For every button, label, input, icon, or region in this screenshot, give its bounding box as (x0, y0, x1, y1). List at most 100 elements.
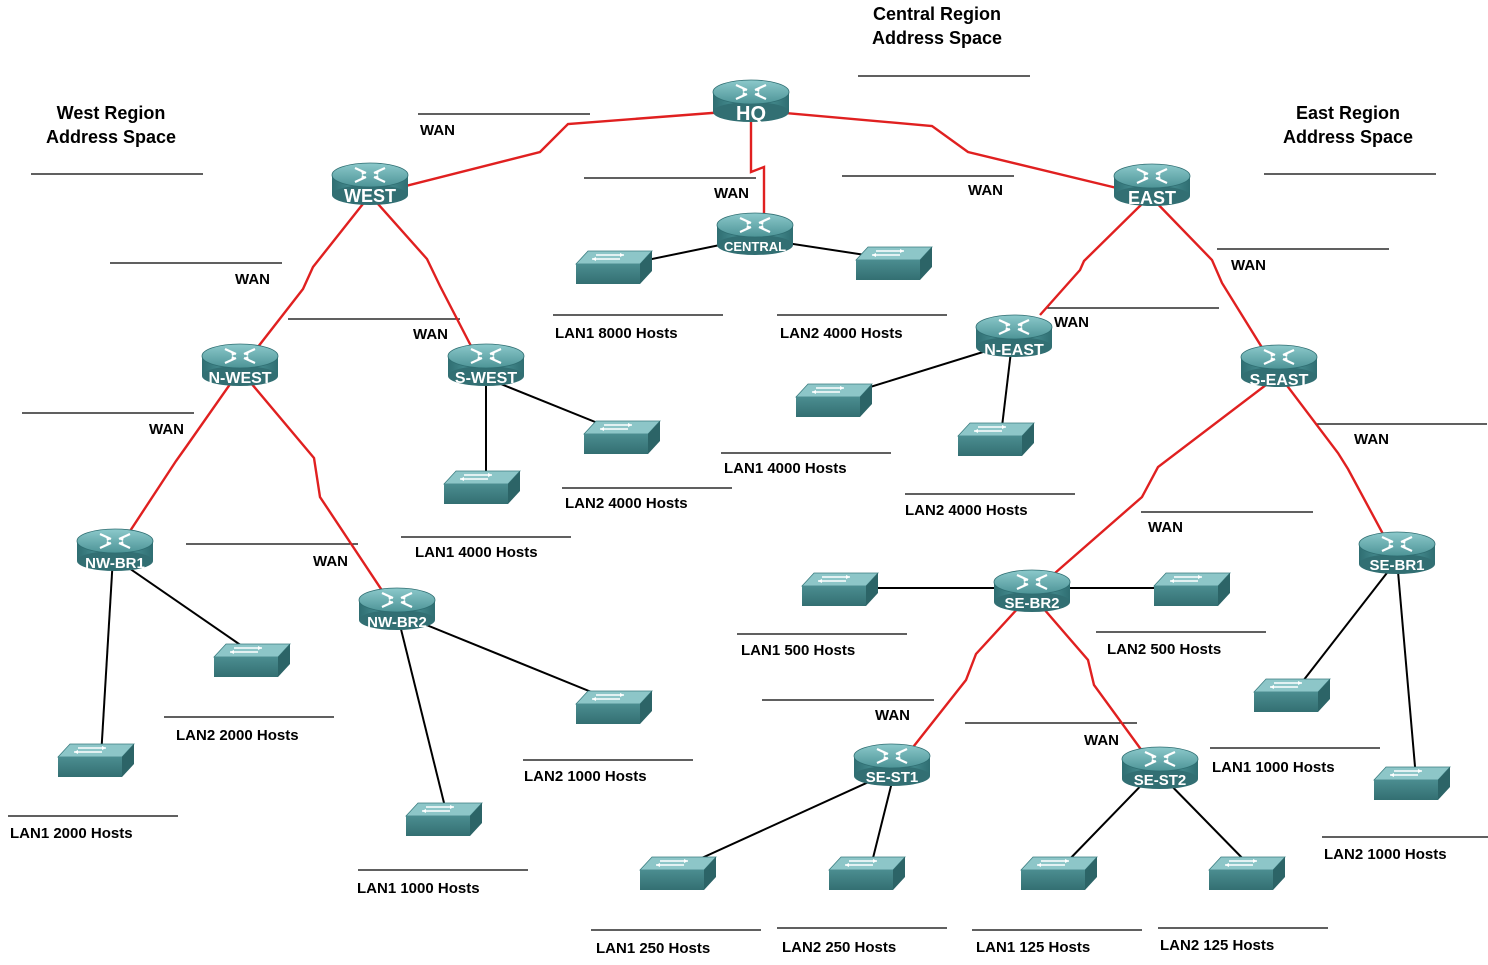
wan-label-west-nwest: WAN (235, 271, 270, 288)
sebr1-lan2-label: LAN2 1000 Hosts (1324, 846, 1447, 863)
wan-link-seast-sebr1 (1278, 374, 1399, 561)
router-label-se-br1: SE-BR1 (1369, 557, 1424, 574)
lan-link-neast-lan2 (1000, 342, 1013, 436)
sest1-lan1-label: LAN1 250 Hosts (596, 940, 710, 957)
router-label-s-west: S-WEST (455, 370, 517, 387)
router-se-st1: SE-ST1 (852, 742, 932, 788)
central-region-title: Central Region (873, 4, 1001, 24)
swest-lan1-label: LAN1 4000 Hosts (415, 544, 538, 561)
east-region-heading: East Region Address Space (1283, 103, 1413, 147)
east-region-title: East Region (1296, 103, 1400, 123)
wan-link-east-seast (1149, 195, 1281, 376)
nwbr1-lan1-switch-icon (57, 743, 135, 778)
router-n-east: N-EAST (974, 313, 1054, 359)
west-region-title: West Region (57, 103, 166, 123)
lan-link-sebr1-lan2 (1396, 559, 1417, 779)
nwbr2-lan2-label: LAN2 1000 Hosts (524, 768, 647, 785)
wan-link-east-neast (1039, 195, 1151, 316)
router-se-br1: SE-BR1 (1357, 530, 1437, 576)
lan-link-nwbr1-lan2 (112, 556, 256, 656)
router-label-central: CENTRAL (724, 239, 786, 254)
lan-link-sest1-lan1 (681, 769, 896, 868)
lan-labels: LAN1 8000 Hosts LAN2 4000 Hosts LAN1 400… (10, 325, 1447, 957)
wan-label-east-seast: WAN (1231, 257, 1266, 274)
nwbr2-lan1-switch-icon (405, 802, 483, 837)
router-nw-br2: NW-BR2 (357, 586, 437, 632)
router-east: EAST (1112, 162, 1192, 208)
wan-link-sebr2-sest1 (894, 593, 1032, 771)
west-address-space-title: Address Space (46, 127, 176, 147)
router-s-west: S-WEST (446, 342, 526, 388)
wan-link-nwest-nwbr2 (239, 369, 398, 614)
wan-link-west-swest (369, 194, 488, 376)
swest-lan2-label: LAN2 4000 Hosts (565, 495, 688, 512)
router-label-nw-br2: NW-BR2 (367, 614, 427, 631)
wan-link-west-nwest (239, 194, 371, 371)
router-hq: HQ (711, 78, 791, 125)
sest1-lan2-label: LAN2 250 Hosts (782, 939, 896, 956)
sebr1-lan1-switch-icon (1253, 678, 1331, 713)
wan-links (111, 108, 1399, 771)
router-n-west: N-WEST (200, 342, 280, 388)
neast-lan2-switch-icon (957, 422, 1035, 457)
lan-link-sest1-lan2 (870, 769, 896, 867)
neast-lan1-switch-icon (795, 383, 873, 418)
router-s-east: S-EAST (1239, 343, 1319, 389)
nwbr2-lan2-switch-icon (575, 690, 653, 725)
sebr2-lan2-switch-icon (1153, 572, 1231, 607)
sest1-lan1-switch-icon (639, 856, 717, 891)
router-west: WEST (330, 161, 410, 207)
router-label-west: WEST (344, 186, 396, 206)
wan-link-hq-east (750, 108, 1151, 198)
router-label-hq: HQ (736, 103, 766, 125)
router-label-n-east: N-EAST (984, 342, 1044, 359)
swest-lan2-switch-icon (583, 420, 661, 455)
wan-label-west-swest: WAN (413, 326, 448, 343)
router-label-se-st2: SE-ST2 (1134, 772, 1187, 789)
router-nw-br1: NW-BR1 (75, 527, 155, 573)
sest2-lan2-switch-icon (1208, 856, 1286, 891)
router-label-n-west: N-WEST (208, 370, 271, 387)
central-lan2-label: LAN2 4000 Hosts (780, 325, 903, 342)
router-label-se-st1: SE-ST1 (866, 769, 919, 786)
blank-answer-lines (8, 75, 1488, 931)
sest2-lan1-label: LAN1 125 Hosts (976, 939, 1090, 956)
east-address-space-title: Address Space (1283, 127, 1413, 147)
wan-labels: WAN WAN WAN WAN WAN WAN WAN WAN WAN WAN … (149, 122, 1389, 749)
lan-link-sebr1-lan1 (1295, 559, 1398, 691)
wan-link-hq-west (369, 108, 752, 197)
router-label-se-br2: SE-BR2 (1004, 595, 1059, 612)
router-se-st2: SE-ST2 (1120, 745, 1200, 791)
wan-label-sebr2-sest1: WAN (875, 707, 910, 724)
central-lan1-switch-icon (575, 250, 653, 285)
central-address-space-title: Address Space (872, 28, 1002, 48)
lan-switches (57, 246, 1451, 891)
wan-label-seast-sebr1: WAN (1354, 431, 1389, 448)
neast-lan2-label: LAN2 4000 Hosts (905, 502, 1028, 519)
west-region-heading: West Region Address Space (46, 103, 176, 147)
wan-label-seast-sebr2: WAN (1148, 519, 1183, 536)
routers: HQ WEST EAST CENTRAL N-WEST S-WEST N-EAS… (75, 78, 1437, 791)
wan-link-hq-central (749, 110, 766, 225)
wan-link-sebr2-sest2 (1030, 593, 1157, 771)
wan-label-hq-west: WAN (420, 122, 455, 139)
swest-lan1-switch-icon (443, 470, 521, 505)
wan-link-seast-sebr2 (1030, 374, 1280, 595)
central-lan2-switch-icon (855, 246, 933, 281)
wan-label-nwest-nwbr2: WAN (313, 553, 348, 570)
lan-link-nwbr1-lan1 (100, 556, 114, 758)
neast-lan1-label: LAN1 4000 Hosts (724, 460, 847, 477)
router-label-nw-br1: NW-BR1 (85, 555, 145, 572)
router-central: CENTRAL (715, 211, 795, 257)
sebr1-lan1-label: LAN1 1000 Hosts (1212, 759, 1335, 776)
wan-label-east-neast: WAN (1054, 314, 1089, 331)
sebr1-lan2-switch-icon (1373, 766, 1451, 801)
nwbr2-lan1-label: LAN1 1000 Hosts (357, 880, 480, 897)
wan-label-hq-east: WAN (968, 182, 1003, 199)
wan-label-hq-central: WAN (714, 185, 749, 202)
nwbr1-lan1-label: LAN1 2000 Hosts (10, 825, 133, 842)
router-label-s-east: S-EAST (1250, 372, 1309, 389)
wan-label-nwest-nwbr1: WAN (149, 421, 184, 438)
sest2-lan2-label: LAN2 125 Hosts (1160, 937, 1274, 954)
lan-link-nwbr2-lan2 (396, 612, 617, 703)
